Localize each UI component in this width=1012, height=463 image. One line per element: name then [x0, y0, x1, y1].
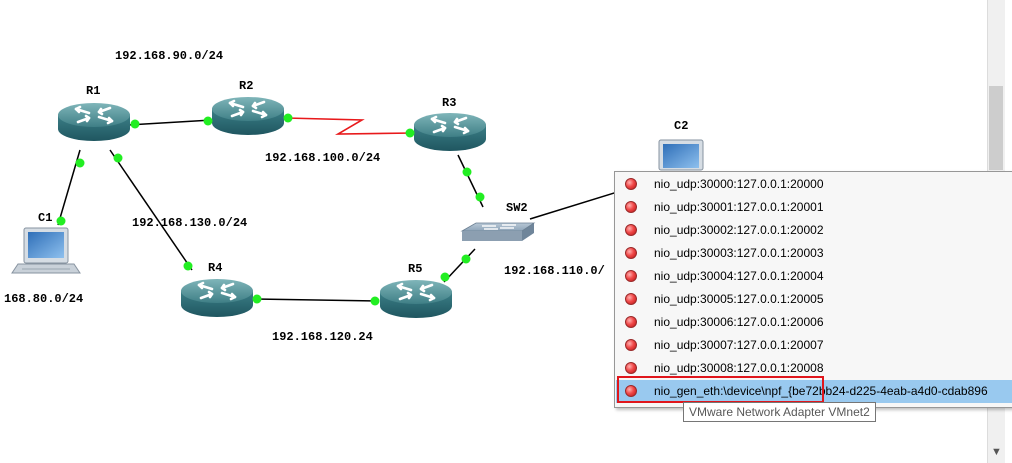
router-r1[interactable]	[56, 101, 132, 143]
red-dot-icon	[625, 385, 637, 397]
router-r2[interactable]	[210, 95, 286, 137]
menu-item-nio-gen-eth[interactable]: nio_gen_eth:\device\npf_{be72bb24-d225-4…	[616, 380, 1012, 403]
red-dot-icon	[625, 224, 637, 236]
net-label-c1: 168.80.0/24	[4, 292, 84, 306]
red-dot-icon	[625, 316, 637, 328]
host-c2[interactable]	[658, 139, 704, 171]
menu-item-nio-udp-30007[interactable]: nio_udp:30007:127.0.0.1:20007	[616, 334, 1012, 357]
router-r5[interactable]	[378, 278, 454, 320]
menu-item-nio-udp-30003[interactable]: nio_udp:30003:127.0.0.1:20003	[616, 242, 1012, 265]
label-sw2: SW2	[506, 201, 528, 215]
scrollbar-thumb[interactable]	[989, 86, 1003, 170]
label-r5: R5	[408, 262, 423, 276]
adapter-tooltip: VMware Network Adapter VMnet2	[683, 402, 876, 422]
menu-item-nio-udp-30008[interactable]: nio_udp:30008:127.0.0.1:20008	[616, 357, 1012, 380]
menu-item-nio-udp-30002[interactable]: nio_udp:30002:127.0.0.1:20002	[616, 219, 1012, 242]
menu-item-nio-udp-30006[interactable]: nio_udp:30006:127.0.0.1:20006	[616, 311, 1012, 334]
red-dot-icon	[625, 201, 637, 213]
red-dot-icon	[625, 362, 637, 374]
link-r1-r4[interactable]	[109, 149, 193, 271]
router-r3[interactable]	[412, 111, 488, 153]
label-r4: R4	[208, 261, 223, 275]
serial-link-r2-r3[interactable]	[285, 117, 415, 135]
menu-item-nio-udp-30004[interactable]: nio_udp:30004:127.0.0.1:20004	[616, 265, 1012, 288]
menu-item-nio-udp-30001[interactable]: nio_udp:30001:127.0.0.1:20001	[616, 196, 1012, 219]
net-label-sw2-c2: 192.168.110.0/	[504, 264, 605, 278]
red-dot-icon	[625, 247, 637, 259]
net-label-r1-r2: 192.168.90.0/24	[115, 49, 224, 63]
red-dot-icon	[625, 178, 637, 190]
interface-context-menu: nio_udp:30000:127.0.0.1:20000 nio_udp:30…	[614, 171, 1012, 408]
port-indicators	[56, 113, 485, 306]
net-label-r4-r5: 192.168.120.24	[272, 330, 373, 344]
label-r2: R2	[239, 79, 254, 93]
host-c1[interactable]	[11, 227, 81, 274]
label-r1: R1	[86, 84, 101, 98]
red-dot-icon	[625, 339, 637, 351]
router-r4[interactable]	[179, 277, 255, 319]
net-label-r1-r4: 192.168.130.0/24	[132, 216, 248, 230]
net-label-r2-r3: 192.168.100.0/24	[265, 151, 381, 165]
red-dot-icon	[625, 293, 637, 305]
switch-sw2[interactable]	[460, 222, 536, 241]
red-dot-icon	[625, 270, 637, 282]
menu-item-nio-udp-30005[interactable]: nio_udp:30005:127.0.0.1:20005	[616, 288, 1012, 311]
scroll-down-arrow-icon[interactable]: ▼	[991, 446, 1002, 458]
label-c1: C1	[38, 211, 53, 225]
link-r1-r2[interactable]	[127, 119, 213, 126]
label-r3: R3	[442, 96, 457, 110]
menu-item-nio-udp-30000[interactable]: nio_udp:30000:127.0.0.1:20000	[616, 173, 1012, 196]
link-r4-r5[interactable]	[254, 298, 379, 302]
label-c2: C2	[674, 119, 689, 133]
